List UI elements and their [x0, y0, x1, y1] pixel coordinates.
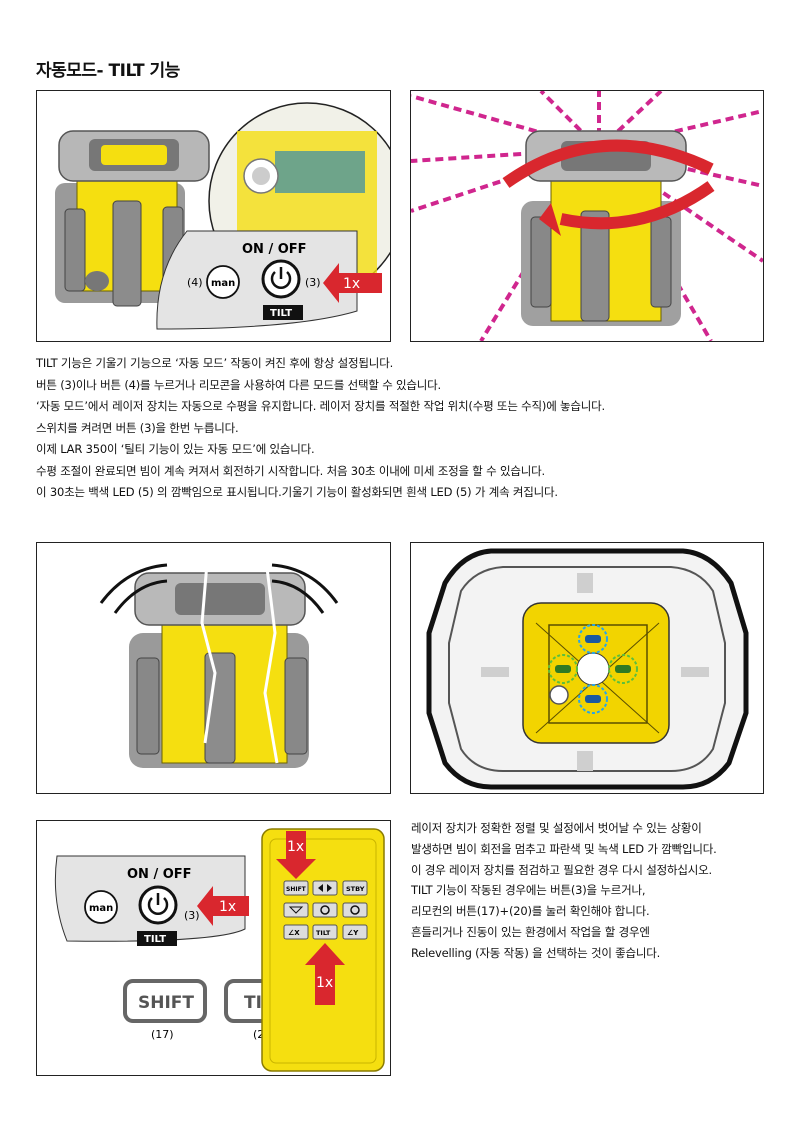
blue-led-icon: [578, 684, 608, 714]
vibration-lines-icon: [99, 563, 339, 614]
remote-angle-y-label: ∠Y: [347, 929, 359, 937]
remote-rotate-ccw-button[interactable]: [312, 902, 338, 918]
outro-line: 흔들리거나 진동이 있는 환경에서 작업을 할 경우엔: [411, 924, 650, 939]
remote-rotate-cw-button[interactable]: [342, 902, 368, 918]
rotate-cw-icon: [350, 905, 360, 915]
intro-line: TILT 기능은 기울기 기능으로 ‘자동 모드’ 작동이 켜진 후에 항상 설…: [36, 356, 394, 370]
intro-line: 수평 조절이 완료되면 빔이 계속 켜져서 회전하기 시작합니다. 처음 30초…: [36, 463, 545, 478]
outro-line: 리모컨의 버튼(17)+(20)를 눌러 확인해야 합니다.: [411, 904, 650, 919]
remote-shift-label: SHIFT: [286, 886, 307, 893]
remote-arrows-button[interactable]: [312, 880, 338, 896]
shift-key[interactable]: SHIFT: [123, 979, 207, 1023]
press-count-shift: 1x: [287, 839, 304, 855]
shift-key-label: SHIFT: [138, 993, 194, 1013]
green-led-icon: [548, 654, 578, 684]
remote-stby-label: STBY: [346, 885, 365, 893]
outro-line: 이 경우 레이저 장치를 점검하고 필요한 경우 다시 설정하십시오.: [411, 862, 712, 877]
intro-line: ‘자동 모드’에서 레이저 장치는 자동으로 수평을 유지합니다. 레이저 장치…: [36, 399, 606, 413]
page-title: 자동모드- TILT 기능: [36, 61, 180, 81]
intro-text: TILT 기능은 기울기 기능으로 ‘자동 모드’ 작동이 켜진 후에 항상 설…: [36, 353, 605, 504]
power-icon: [270, 267, 292, 289]
shaking-device-panel: [36, 542, 391, 794]
remote-stby-button[interactable]: STBY: [342, 880, 368, 896]
remote-tilt-label: TILT: [316, 929, 331, 937]
laser-device-illustration: [129, 562, 309, 768]
button-3-label: (3): [305, 276, 321, 289]
outro-line: 레이저 장치가 정확한 정렬 및 설정에서 벗어날 수 있는 상황이: [411, 821, 702, 835]
press-count-tilt: 1x: [316, 975, 333, 991]
on-off-label: ON / OFF: [242, 242, 307, 257]
remote-angle-x-button[interactable]: ∠X: [283, 924, 309, 940]
white-led-icon: [549, 685, 569, 705]
tilt-indicator: TILT: [270, 308, 292, 319]
remote-control-panel: ON / OFF man (3) TILT 1x SHIFT TILT (1: [36, 820, 391, 1076]
remote-angle-x-label: ∠X: [288, 929, 300, 937]
tilt-indicator: TILT: [144, 934, 166, 945]
man-label: man: [211, 278, 235, 289]
press-count: 1x: [219, 899, 236, 915]
device-power-panel: ON / OFF (4) man (3) TILT 1x: [36, 90, 391, 342]
outro-line: Relevelling (자동 작동) 을 선택하는 것이 좋습니다.: [411, 945, 661, 960]
rotating-beam-panel: [410, 90, 764, 342]
outro-line: TILT 기능이 작동된 경우에는 버튼(3)을 누르거나,: [411, 883, 646, 898]
intro-line: 이제 LAR 350이 ‘틸티 기능이 있는 자동 모드’에 있습니다.: [36, 442, 315, 456]
man-label: man: [89, 903, 113, 914]
outro-text: 레이저 장치가 정확한 정렬 및 설정에서 벗어날 수 있는 상황이 발생하면 …: [411, 818, 717, 964]
green-led-icon: [608, 654, 638, 684]
power-icon: [147, 893, 169, 915]
laser-device-illustration: [55, 130, 210, 307]
on-off-label: ON / OFF: [127, 867, 192, 882]
button-17-label: (17): [151, 1028, 174, 1041]
remote-shift-button[interactable]: SHIFT: [283, 880, 309, 896]
press-arrow-icon: [323, 263, 382, 303]
button-4-label: (4): [187, 276, 203, 289]
intro-line: 스위치를 켜려면 버튼 (3)을 한번 누릅니다.: [36, 420, 239, 435]
down-arrow-icon: [276, 831, 316, 879]
remote-scan-button[interactable]: [283, 902, 309, 918]
intro-line: 이 30초는 백색 LED (5) 의 깜빡임으로 표시됩니다.기울기 기능이 …: [36, 485, 558, 499]
button-3-label: (3): [184, 909, 200, 922]
laser-device-illustration: [521, 130, 687, 326]
power-button[interactable]: [261, 259, 301, 299]
up-arrow-icon: [305, 943, 345, 1005]
rotate-ccw-icon: [320, 905, 330, 915]
outro-line: 발생하면 빔이 회전을 멈추고 파란색 및 녹색 LED 가 깜빡입니다.: [411, 841, 717, 856]
left-right-arrow-icon: [318, 884, 332, 892]
man-button[interactable]: man: [84, 890, 118, 924]
intro-line: 버튼 (3)이나 버튼 (4)를 누르거나 리모콘을 사용하여 다른 모드를 선…: [36, 377, 442, 392]
blue-led-icon: [578, 624, 608, 654]
remote-tilt-button[interactable]: TILT: [312, 924, 338, 940]
press-count: 1x: [343, 276, 360, 292]
remote-angle-y-button[interactable]: ∠Y: [342, 924, 368, 940]
man-button[interactable]: man: [206, 265, 240, 299]
rotation-arrow-icon: [502, 139, 715, 236]
power-button[interactable]: [138, 885, 178, 925]
device-top-view-illustration: [426, 548, 749, 790]
led-top-view-panel: [410, 542, 764, 794]
press-arrow-icon: [197, 886, 249, 926]
scan-icon: [288, 906, 304, 914]
